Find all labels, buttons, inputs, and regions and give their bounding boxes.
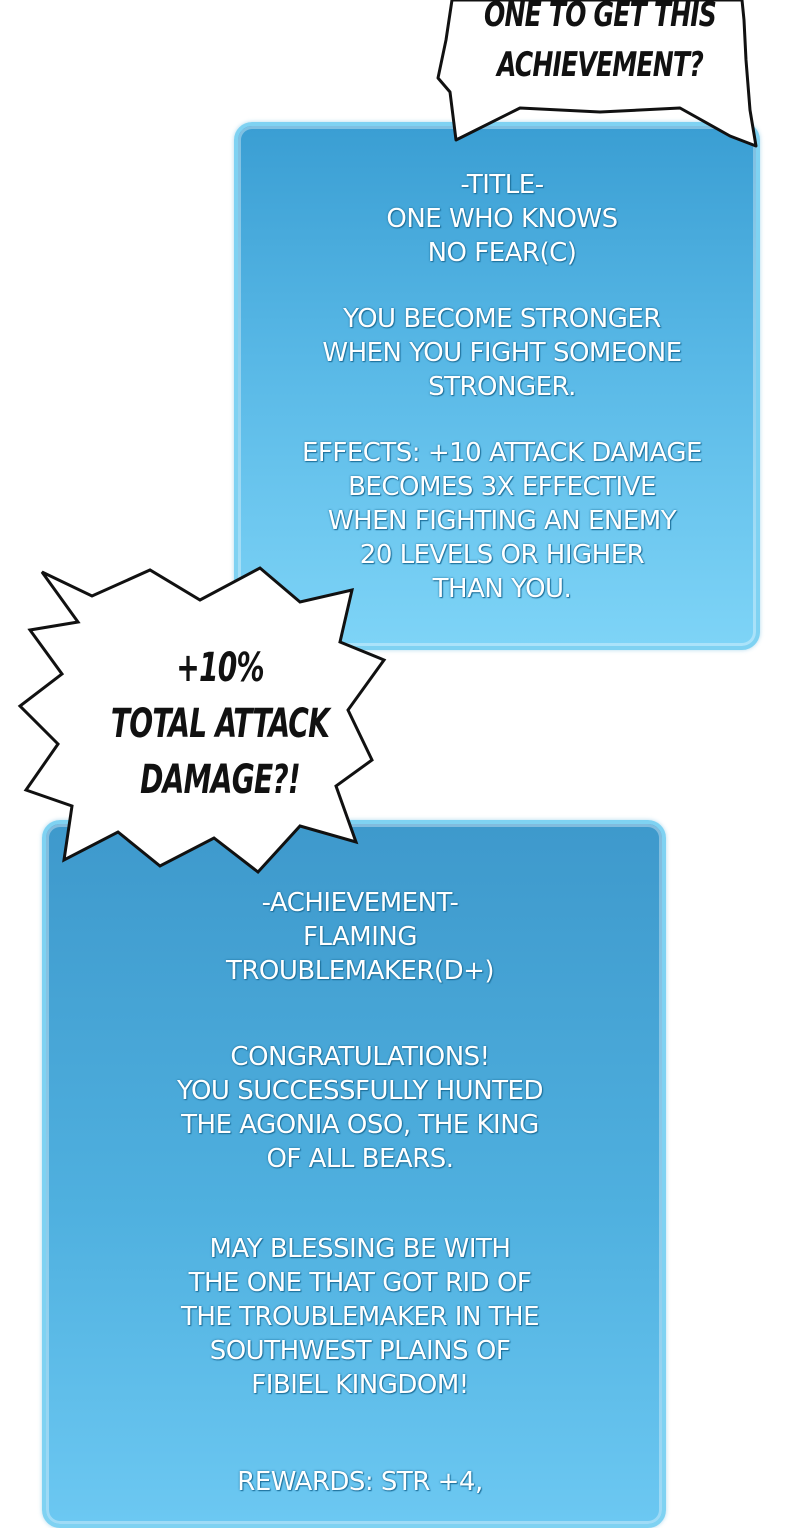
shout-bubble-line: +10% [176,645,264,691]
achievement-blessing-line: FIBIEL KINGDOM! [251,1370,469,1400]
shout-bubble-line: TOTAL ATTACK [110,701,330,747]
title-description-line: YOU BECOME STRONGER [343,304,661,334]
achievement-rewards-line: REWARDS: STR +4, [237,1467,483,1497]
title-effects: EFFECTS: +10 ATTACK DAMAGE BECOMES 3X EF… [270,436,734,606]
title-header: -TITLE- [460,170,544,200]
title-header-block: -TITLE- ONE WHO KNOWS NO FEAR(C) [270,168,734,270]
achievement-blessing-line: THE TROUBLEMAKER IN THE [180,1302,540,1332]
achievement-blessing-line: SOUTHWEST PLAINS OF [209,1336,511,1366]
shout-bubble-text: +10% TOTAL ATTACK DAMAGE?! [110,640,330,808]
title-effects-line: BECOMES 3X EFFECTIVE [348,472,656,502]
achievement-congrats: CONGRATULATIONS! YOU SUCCESSFULLY HUNTED… [80,1040,640,1176]
achievement-header: -ACHIEVEMENT- [261,888,459,918]
top-speech-bubble [436,0,758,148]
achievement-blessing: MAY BLESSING BE WITH THE ONE THAT GOT RI… [80,1232,640,1402]
shout-bubble-line: DAMAGE?! [140,757,301,803]
achievement-rewards: REWARDS: STR +4, [80,1465,640,1499]
title-effects-line: WHEN FIGHTING AN ENEMY [327,506,677,536]
achievement-blessing-line: THE ONE THAT GOT RID OF [188,1268,532,1298]
title-description-line: STRONGER. [428,372,576,402]
top-bubble-text: ONE TO GET THIS ACHIEVEMENT? [477,0,723,90]
achievement-congrats-line: OF ALL BEARS. [266,1144,454,1174]
shout-speech-bubble [17,566,387,875]
achievement-name-line: TROUBLEMAKER(D+) [225,956,495,986]
achievement-system-panel [42,820,666,1528]
title-effects-line: 20 LEVELS OR HIGHER [359,540,645,570]
title-name-line: NO FEAR(C) [427,238,577,268]
title-system-panel [234,122,760,650]
top-bubble-line: ACHIEVEMENT? [497,45,704,85]
title-effects-line: EFFECTS: +10 ATTACK DAMAGE [301,438,703,468]
title-description-line: WHEN YOU FIGHT SOMEONE [322,338,682,368]
achievement-congrats-line: YOU SUCCESSFULLY HUNTED [176,1076,544,1106]
title-name-line: ONE WHO KNOWS [386,204,618,234]
achievement-congrats-line: CONGRATULATIONS! [230,1042,490,1072]
title-effects-line: THAN YOU. [432,574,572,604]
achievement-header-block: -ACHIEVEMENT- FLAMING TROUBLEMAKER(D+) [80,886,640,988]
achievement-congrats-line: THE AGONIA OSO, THE KING [181,1110,539,1140]
top-bubble-line: ONE TO GET THIS [483,0,717,35]
achievement-blessing-line: MAY BLESSING BE WITH [209,1234,511,1264]
title-description: YOU BECOME STRONGER WHEN YOU FIGHT SOMEO… [270,302,734,404]
achievement-name-line: FLAMING [302,922,418,952]
